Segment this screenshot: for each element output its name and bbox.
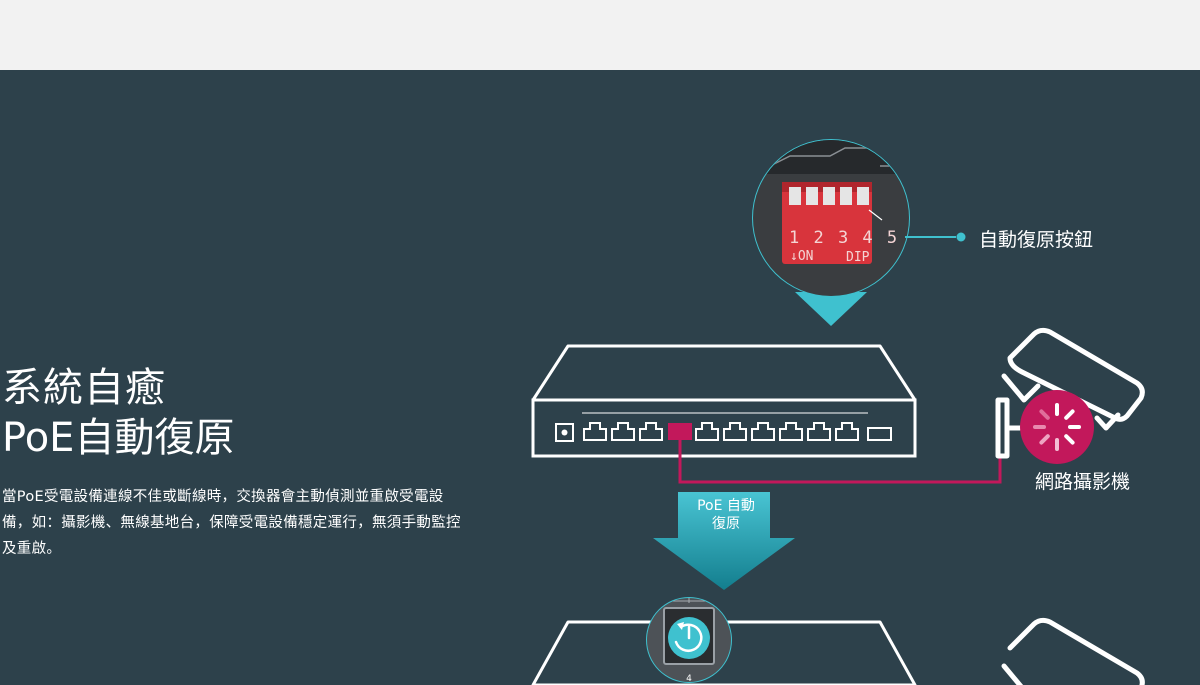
poe-cable	[678, 440, 1002, 484]
dip-switch-dip-label: DIP	[846, 250, 870, 265]
auto-recovery-button-label: 自動復原按鈕	[979, 229, 1094, 251]
poe-auto-recovery-label-line2: 復原	[712, 516, 740, 532]
port-number-mark: 4	[686, 674, 692, 684]
poe-switch-bottom	[531, 620, 917, 685]
dip-switch-on-label: ↓ON	[790, 249, 813, 264]
dip-switch-numbers: 1 2 3 4 5	[789, 228, 899, 248]
feature-title-line1: 系統自癒	[2, 365, 166, 411]
poe-auto-recovery-label-line1: PoE 自動	[697, 498, 755, 514]
dip-switch-zoom: 1 2 3 4 5 ↓ON DIP	[752, 139, 966, 326]
network-camera-bottom-icon	[1001, 617, 1145, 685]
feature-title-line2: PoE自動復原	[2, 415, 235, 461]
poe-auto-recovery-label: PoE 自動 復原	[678, 497, 774, 533]
feature-description: 當PoE受電設備連線不佳或斷線時，交換器會主動偵測並重啟受電設備，如：攝影機、無…	[2, 489, 461, 557]
auto-recovery-port-zoom: 4	[646, 597, 732, 684]
poe-recovery-diagram: 1 2 3 4 5 ↓ON DIP	[531, 139, 1145, 685]
loading-spinner-icon	[1020, 390, 1094, 464]
feature-panel: 系統自癒 PoE自動復原 當PoE受電設備連線不佳或斷線時，交換器會主動偵測並重…	[0, 70, 1200, 685]
poe-switch-top	[531, 344, 917, 458]
network-camera-icon	[995, 327, 1145, 459]
top-band	[0, 0, 1200, 70]
network-camera-label: 網路攝影機	[1035, 471, 1131, 493]
refresh-icon	[674, 623, 703, 652]
highlighted-poe-port	[668, 423, 692, 440]
poe-recovery-arrow	[653, 492, 795, 590]
